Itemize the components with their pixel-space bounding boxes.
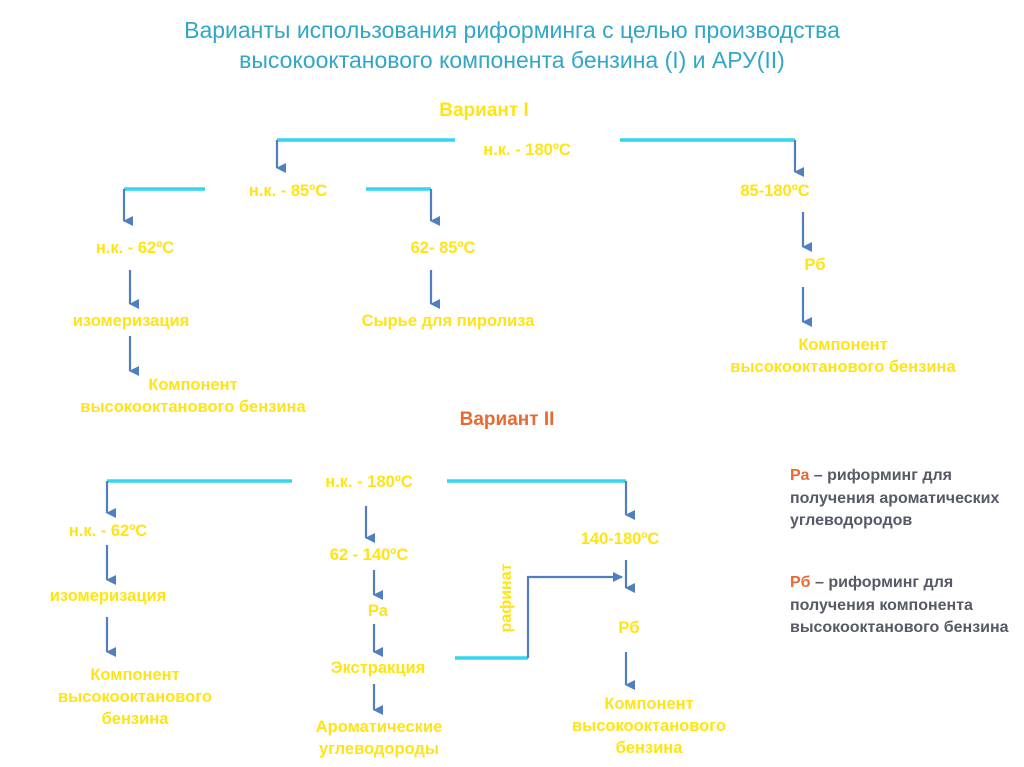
v2-right-fraction: 140-180ºС [580, 530, 660, 548]
legend-ra-key: Ра [790, 467, 810, 484]
v1-left-fraction: н.к. - 85ºС [248, 182, 328, 200]
v2-aromatics: Ароматические углеводороды [315, 718, 443, 758]
v2-component-right: Компонент высокооктанового бензина [572, 695, 726, 757]
v1-top-fraction: н.к. - 180ºС [483, 141, 571, 159]
v2-extraction: Экстракция [330, 659, 426, 677]
page-title-line-1: Варианты использования риформинга с цель… [184, 17, 840, 43]
page-title-line-2: высокооктанового компонента бензина (I) … [239, 47, 785, 73]
v2-middle-fraction: 62 - 140ºС [329, 546, 409, 564]
variant-2-heading: Вариант II [459, 409, 555, 430]
legend-rb-text: – риформинг для получения компонента выс… [790, 574, 1009, 636]
v1-pyrolysis-feed: Сырье для пиролиза [361, 312, 535, 330]
legend-ra: Ра – риформинг для получения ароматическ… [790, 465, 1020, 533]
v1-right-fraction: 85-180ºС [740, 182, 810, 200]
v2-raffinate-label: рафинат [498, 563, 515, 633]
v1-ll-fraction: н.к. - 62ºС [95, 239, 175, 257]
v2-left-fraction: н.к. - 62ºС [68, 522, 148, 540]
legend-rb-key: Рб [790, 574, 811, 591]
v2-component-left: Компонент высокооктанового бензина [58, 666, 212, 728]
v1-component-right: Компонент высокооктанового бензина [730, 336, 956, 376]
legend-rb: Рб – риформинг для получения компонента … [790, 572, 1020, 640]
variant-1-heading: Вариант I [439, 100, 529, 121]
v1-rb-process: Рб [804, 256, 826, 274]
v2-isomerization: изомеризация [49, 587, 167, 605]
v1-isomerization: изомеризация [72, 312, 190, 330]
v1-lr-fraction: 62- 85ºС [410, 239, 476, 257]
v1-component-left: Компонент высокооктанового бензина [80, 376, 306, 416]
legend-ra-text: – риформинг для получения ароматических … [790, 467, 1000, 529]
v2-top-fraction: н.к. - 180ºС [325, 473, 413, 491]
v2-ra: Ра [368, 602, 388, 620]
v2-rb: Рб [618, 619, 640, 637]
